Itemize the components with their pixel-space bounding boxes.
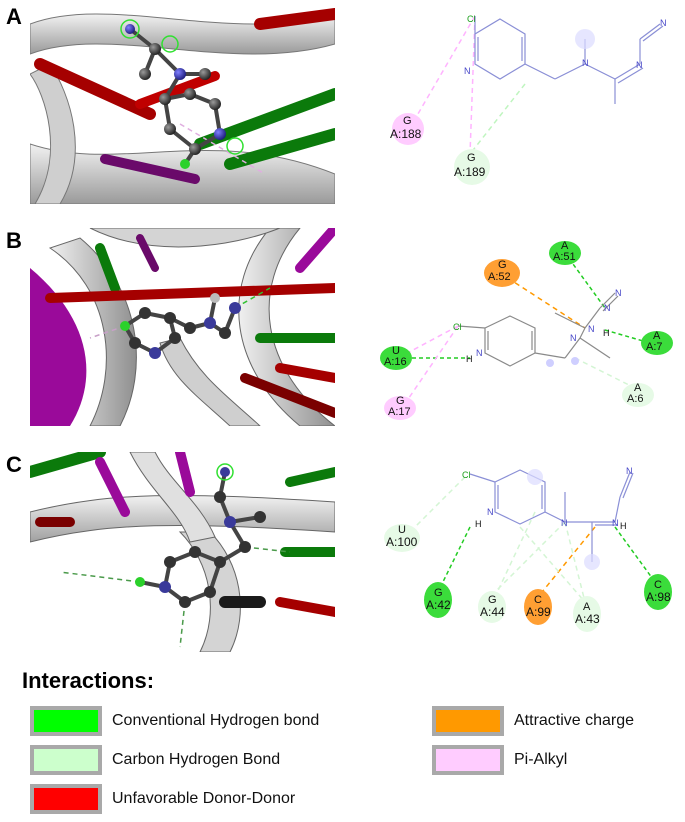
panel-a-3d-render <box>30 4 335 204</box>
svg-text:A:98: A:98 <box>646 590 671 604</box>
panel-c-3d-render <box>30 452 335 652</box>
svg-text:A:188: A:188 <box>390 127 422 141</box>
svg-text:G: G <box>396 395 405 407</box>
svg-text:A:189: A:189 <box>454 165 486 179</box>
svg-text:G: G <box>467 152 476 164</box>
atom-cl: Cl <box>467 14 476 24</box>
panel-label-a: A <box>6 4 22 29</box>
residue-g-44: G A:44 <box>478 591 506 623</box>
svg-text:A:17: A:17 <box>388 406 411 418</box>
legend-label: Attractive charge <box>514 712 635 729</box>
atom-n: N <box>636 60 643 70</box>
residue-a-6: A A:6 <box>622 382 654 407</box>
svg-text:A:99: A:99 <box>526 605 551 619</box>
svg-text:A: A <box>653 330 661 342</box>
svg-text:A:6: A:6 <box>627 393 644 405</box>
atom-h: H <box>475 519 482 529</box>
legend-swatch <box>432 706 504 736</box>
legend-swatch <box>432 745 504 775</box>
atom-n: N <box>561 518 568 528</box>
legend-label: Conventional Hydrogen bond <box>112 712 320 729</box>
legend-title: Interactions: <box>22 668 155 693</box>
legend-item-attractive-charge: Attractive charge <box>432 706 634 736</box>
panel-label-b: B <box>6 228 22 253</box>
legend-item-carbon-hbond: Carbon Hydrogen Bond <box>30 745 280 775</box>
atom-n: N <box>476 348 483 358</box>
atom-cl: Cl <box>462 470 471 480</box>
panel-a-2d-diagram: Cl N N N N G A:188 G A:189 <box>360 4 680 204</box>
residue-g-42: G A:42 <box>424 582 452 618</box>
atom-cl: Cl <box>453 322 462 332</box>
atom-n: N <box>604 303 611 313</box>
atom-n: N <box>582 58 589 68</box>
svg-text:A:43: A:43 <box>575 612 600 626</box>
atom-n: N <box>615 288 622 298</box>
panel-label-c: C <box>6 452 22 477</box>
svg-text:C: C <box>654 579 662 591</box>
residue-u-16: U A:16 <box>380 345 412 370</box>
residue-g-189: G A:189 <box>454 149 490 185</box>
svg-text:G: G <box>488 594 497 606</box>
legend-label: Pi-Alkyl <box>514 751 568 768</box>
residue-u-100: U A:100 <box>384 524 420 552</box>
atom-n: N <box>464 66 471 76</box>
atom-n: N <box>570 333 577 343</box>
panel-b-3d-render <box>30 228 335 426</box>
atom-n: N <box>487 507 494 517</box>
panel-c-2d-diagram: Cl N N N N H H U A:100 G A:42 G A:44 C A… <box>360 452 680 652</box>
svg-text:A:42: A:42 <box>426 598 451 612</box>
atom-n: N <box>588 324 595 334</box>
svg-text:A:44: A:44 <box>480 605 505 619</box>
svg-text:U: U <box>392 345 400 357</box>
legend-item-conventional-hbond: Conventional Hydrogen bond <box>30 706 319 736</box>
legend-label: Unfavorable Donor-Donor <box>112 790 296 807</box>
residue-g-52: G A:52 <box>484 259 520 287</box>
residue-c-98: C A:98 <box>644 574 672 610</box>
svg-text:A:16: A:16 <box>384 356 407 368</box>
svg-text:A: A <box>561 240 569 252</box>
svg-text:C: C <box>534 594 542 606</box>
svg-text:A: A <box>634 382 642 394</box>
svg-text:A:100: A:100 <box>386 535 418 549</box>
atom-h: H <box>603 328 610 338</box>
legend-item-unfavorable-donor-donor: Unfavorable Donor-Donor <box>30 784 295 814</box>
panel-b-2d-diagram: Cl N N N N N H H A A:51 G A:52 U A:16 A … <box>360 228 680 426</box>
legend-swatch <box>30 784 102 814</box>
svg-text:U: U <box>398 524 406 536</box>
legend-swatch <box>30 745 102 775</box>
legend-swatch <box>30 706 102 736</box>
atom-n: N <box>660 18 667 28</box>
atom-n: N <box>612 518 619 528</box>
svg-text:A:51: A:51 <box>553 251 576 263</box>
svg-text:A:52: A:52 <box>488 271 511 283</box>
svg-text:G: G <box>498 259 507 271</box>
svg-text:G: G <box>403 115 412 127</box>
svg-text:G: G <box>434 587 443 599</box>
legend-label: Carbon Hydrogen Bond <box>112 751 281 768</box>
svg-text:A: A <box>583 601 591 613</box>
svg-text:A:7: A:7 <box>646 341 663 353</box>
residue-g-17: G A:17 <box>384 395 416 420</box>
atom-n: N <box>626 466 633 476</box>
atom-h: H <box>620 521 627 531</box>
legend-item-pi-alkyl: Pi-Alkyl <box>432 745 567 775</box>
residue-a-43: A A:43 <box>573 596 601 632</box>
residue-a-51: A A:51 <box>549 240 581 265</box>
residue-c-99: C A:99 <box>524 589 552 625</box>
residue-a-7: A A:7 <box>641 330 673 355</box>
residue-g-188: G A:188 <box>390 113 424 145</box>
atom-h: H <box>466 354 473 364</box>
